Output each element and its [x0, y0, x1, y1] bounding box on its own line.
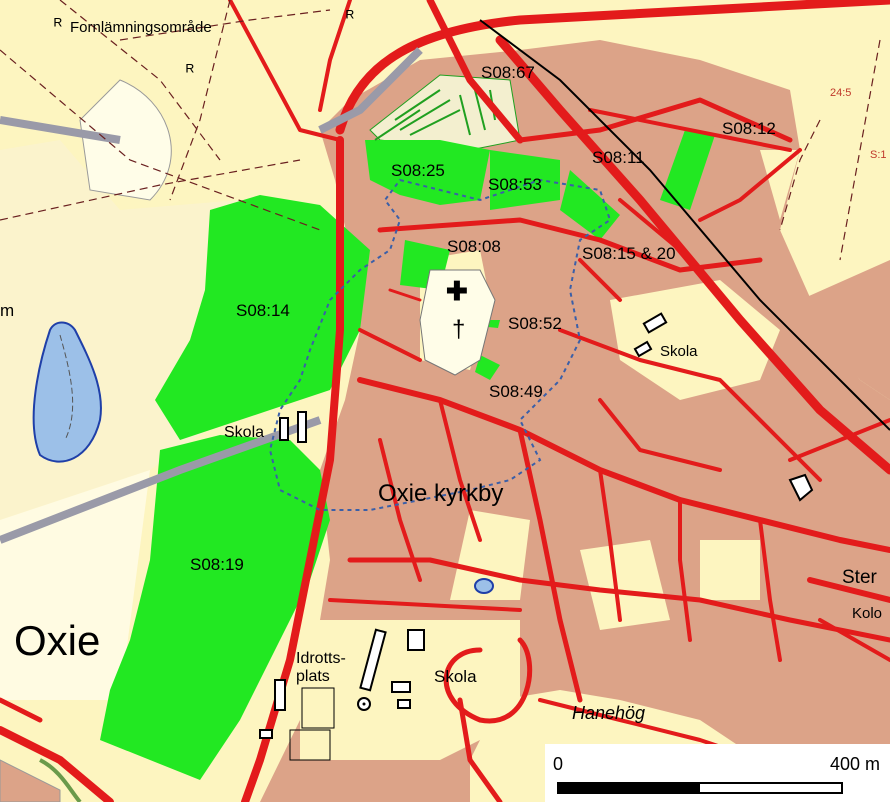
- zone-label[interactable]: S08:25: [391, 161, 445, 180]
- facility-label-skola: Skola: [434, 667, 477, 686]
- zone-label[interactable]: S08:67: [481, 63, 535, 82]
- facility-label-skola: Skola: [660, 343, 698, 360]
- church-icon: ✚: [446, 276, 468, 306]
- cemetery-icon: †: [452, 316, 466, 343]
- place-label-oxie-kyrkby: Oxie kyrkby: [378, 480, 504, 507]
- parcel-label: S:1: [870, 149, 887, 161]
- zone-label[interactable]: S08:52: [508, 314, 562, 333]
- facility-label-skola: Skola: [224, 424, 265, 441]
- zone-label[interactable]: S08:14: [236, 301, 290, 320]
- place-label-ster: Ster: [842, 567, 877, 588]
- scale-segment: [559, 784, 700, 792]
- parcel-label: 24:5: [830, 87, 852, 99]
- zone-label[interactable]: S08:53: [488, 175, 542, 194]
- place-label-oxie: Oxie: [14, 617, 101, 664]
- zone-label[interactable]: S08:11: [592, 148, 645, 167]
- ancient-monument-icon: ᴿ: [346, 7, 355, 27]
- zone-label[interactable]: S08:08: [447, 237, 501, 256]
- place-label-hanehog: Hanehög: [572, 703, 646, 723]
- place-label-kolo: Kolo: [852, 605, 883, 622]
- ancient-monument-icon: ᴿ: [186, 61, 195, 81]
- zone-label[interactable]: S08:49: [489, 382, 543, 401]
- zone-S08-14-area: [155, 195, 370, 440]
- place-label-m: m: [0, 301, 15, 320]
- zone-label[interactable]: S08:12: [722, 119, 776, 138]
- zone-label[interactable]: S08:19: [190, 555, 244, 574]
- zone-label[interactable]: S08:15 & 20: [582, 244, 676, 263]
- scale-bar: 0 400 m: [545, 744, 890, 802]
- fornlamning-label: Fornlämningsområde: [70, 19, 212, 36]
- zone-S08-19-area: [100, 435, 330, 780]
- scale-track: [557, 782, 843, 794]
- scale-start-label: 0: [553, 754, 564, 774]
- facility-label-idrottsplats: Idrotts- plats: [296, 650, 346, 685]
- ancient-monument-icon: ᴿ: [54, 15, 63, 35]
- scale-end-label: 400 m: [829, 754, 880, 774]
- built-area: [260, 40, 890, 802]
- kyrkby-boundary: [268, 178, 612, 511]
